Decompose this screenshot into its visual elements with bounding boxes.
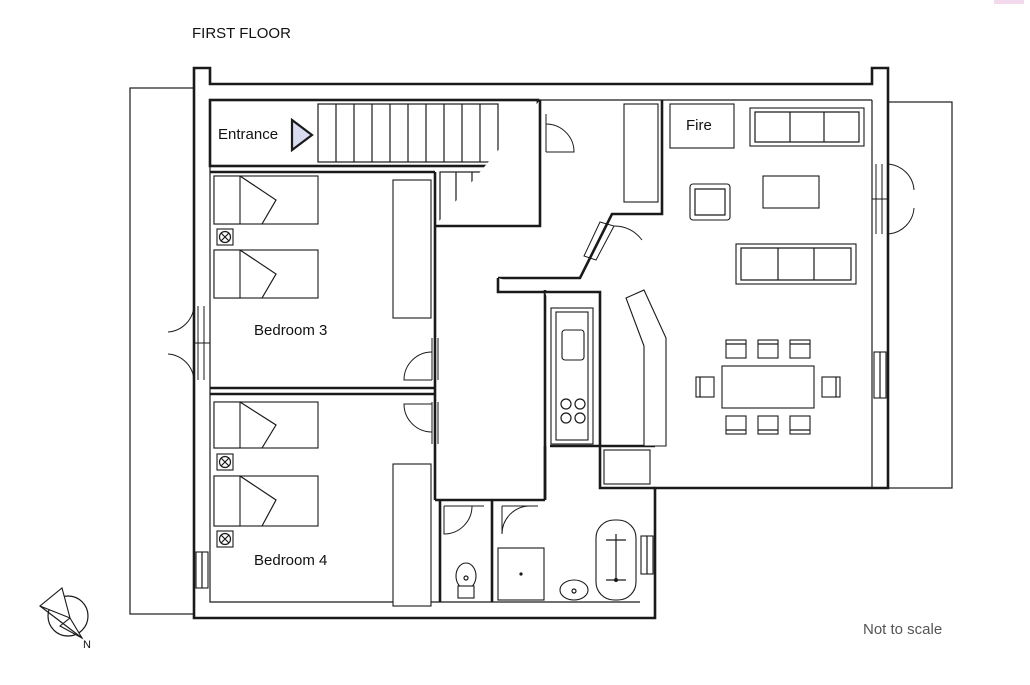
kitchen-counter <box>550 307 651 485</box>
doors <box>167 114 915 535</box>
appliance <box>603 449 651 485</box>
sofa <box>735 243 857 285</box>
entrance-arrow-icon <box>290 117 314 153</box>
dining-table <box>721 365 815 409</box>
corner-mark <box>994 0 1024 4</box>
bedroom-4 <box>213 401 432 607</box>
kitchen-island <box>625 289 667 447</box>
sink-icon <box>561 329 585 361</box>
chair-icon <box>757 339 779 359</box>
room-label-bedroom-4: Bedroom 4 <box>254 552 327 569</box>
coffee-table <box>762 175 820 209</box>
hob-burner-icon <box>560 398 572 410</box>
left-balcony <box>129 87 195 615</box>
sofa <box>749 107 865 147</box>
scale-note: Not to scale <box>863 621 942 638</box>
page-title: FIRST FLOOR <box>192 25 291 42</box>
pillow <box>213 249 241 299</box>
armchair-icon <box>689 183 731 221</box>
pillow <box>213 475 241 527</box>
chair-icon <box>725 415 747 435</box>
windows <box>195 351 887 589</box>
cupboard <box>623 103 659 203</box>
washbasin-icon <box>559 579 589 601</box>
fireplace <box>669 103 735 149</box>
north-compass-icon <box>38 587 89 640</box>
chair-icon <box>789 339 811 359</box>
room-label-entrance: Entrance <box>218 126 278 143</box>
wardrobe <box>392 463 432 607</box>
room-label-bedroom-3: Bedroom 3 <box>254 322 327 339</box>
bedroom-3 <box>213 175 432 319</box>
living-area <box>625 103 865 447</box>
hob-burner-icon <box>574 412 586 424</box>
right-balcony <box>887 101 953 489</box>
chair-icon <box>789 415 811 435</box>
chair-icon <box>725 339 747 359</box>
wc-room <box>455 562 477 599</box>
wardrobe <box>392 179 432 319</box>
chair-icon <box>821 376 841 398</box>
hob-burner-icon <box>560 412 572 424</box>
chair-icon <box>695 376 715 398</box>
entrance-corridor <box>208 98 540 168</box>
dining-area <box>695 339 841 435</box>
hob-burner-icon <box>574 398 586 410</box>
chair-icon <box>757 415 779 435</box>
room-label-fire: Fire <box>686 117 712 134</box>
pillow <box>213 175 241 225</box>
compass-letter: N <box>83 639 91 651</box>
bathroom <box>497 519 637 601</box>
pillow <box>213 401 241 449</box>
